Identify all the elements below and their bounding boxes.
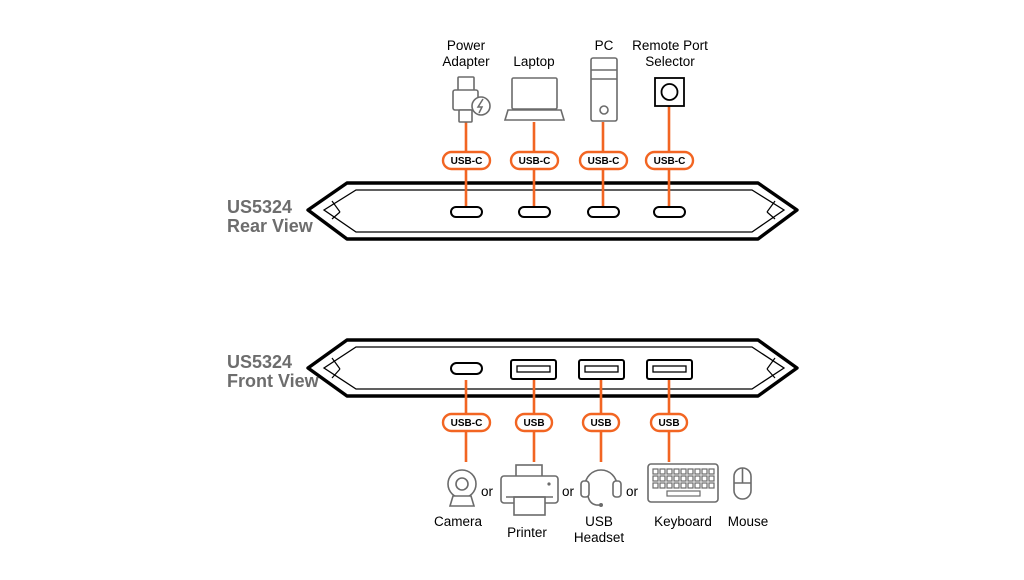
device-label-camera: Camera [434, 514, 483, 529]
or-separator: or [562, 484, 575, 499]
front-view-title: US5324 Front View [227, 352, 320, 391]
usb-a-port [646, 359, 693, 380]
front-connection-usb-2: USB [581, 380, 621, 462]
usb-a-port [578, 359, 625, 380]
device-label-keyboard: Keyboard [654, 514, 712, 529]
rear-label-power-adapter: Power Adapter [442, 38, 490, 69]
front-connection-usb-1: USB [514, 380, 554, 462]
pc-tower-icon [590, 57, 618, 122]
port-tag-usb-c: USB-C [654, 156, 686, 167]
rear-device-body [306, 181, 799, 241]
port-tag-usb-c: USB-C [451, 418, 483, 429]
printer-icon [500, 464, 559, 516]
usb-c-port [450, 206, 483, 218]
usb-a-port [510, 359, 557, 380]
keyboard-icon [647, 463, 719, 503]
svg-text:Power: Power [447, 38, 486, 53]
remote-port-selector-icon [654, 77, 685, 107]
rear-connection-pc: USB-C [578, 122, 629, 218]
or-separator: or [481, 484, 494, 499]
webcam-icon [447, 469, 477, 507]
headset-icon [580, 469, 622, 507]
port-tag-usb-c: USB-C [451, 156, 483, 167]
or-separator: or [626, 484, 639, 499]
device-label-printer: Printer [507, 525, 547, 540]
mouse-icon [733, 467, 752, 500]
front-connection-usb-c: USB-C [441, 380, 492, 462]
svg-text:Adapter: Adapter [442, 54, 490, 69]
rear-model-label: US5324 [227, 197, 292, 217]
svg-text:Selector: Selector [645, 54, 695, 69]
port-tag-usb-c: USB-C [588, 156, 620, 167]
rear-view-title: US5324 Rear View [227, 197, 314, 236]
rear-label-laptop: Laptop [513, 54, 554, 69]
usb-c-port [653, 206, 686, 218]
front-connection-usb-3: USB [649, 380, 689, 462]
svg-text:PC: PC [595, 38, 614, 53]
laptop-icon [503, 77, 566, 121]
front-view-label: Front View [227, 371, 320, 391]
rear-label-remote-port-selector: Remote Port Selector [632, 38, 708, 69]
port-tag-usb: USB [523, 418, 544, 429]
svg-text:USB: USB [585, 514, 613, 529]
port-tag-usb: USB [658, 418, 679, 429]
svg-text:Headset: Headset [574, 530, 625, 545]
port-tag-usb: USB [590, 418, 611, 429]
rear-view-label: Rear View [227, 216, 314, 236]
port-tag-usb-c: USB-C [519, 156, 551, 167]
rear-connection-power-adapter: USB-C [441, 122, 492, 218]
power-adapter-icon [452, 76, 491, 123]
usb-c-port [518, 206, 551, 218]
usb-c-port [587, 206, 620, 218]
rear-connection-laptop: USB-C [509, 122, 560, 218]
front-model-label: US5324 [227, 352, 292, 372]
usb-c-port [450, 362, 483, 375]
svg-text:Remote Port: Remote Port [632, 38, 708, 53]
rear-label-pc: PC [595, 38, 614, 53]
device-label-usb-headset: USB Headset [574, 514, 625, 545]
rear-connection-remote-port-selector: USB-C [644, 106, 695, 218]
svg-text:Laptop: Laptop [513, 54, 554, 69]
device-label-mouse: Mouse [728, 514, 769, 529]
